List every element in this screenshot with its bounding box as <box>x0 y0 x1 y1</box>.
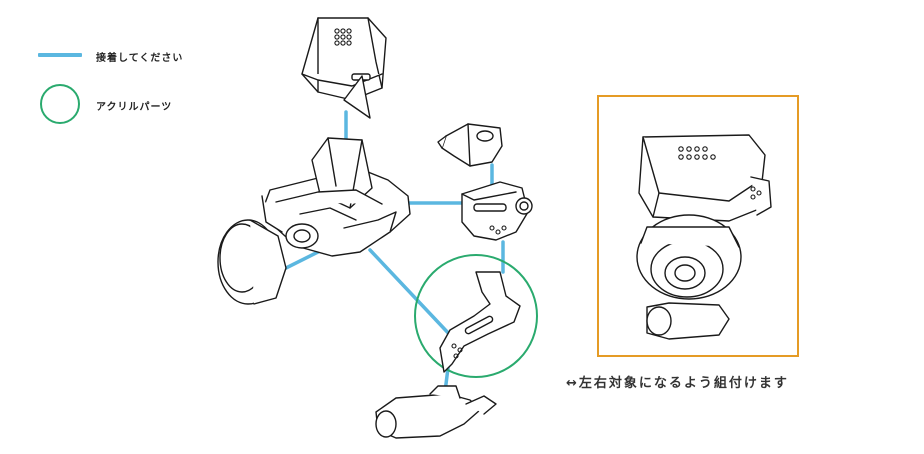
assembly-caption: ↔左右対象になるよう組付けます <box>566 376 789 391</box>
acrylic-arm-part <box>439 271 521 373</box>
foot-part <box>375 385 497 439</box>
assembled-view-frame <box>597 95 799 357</box>
glue-line-arm <box>368 248 454 339</box>
acrylic-legend-label: アクリルパーツ <box>96 102 173 113</box>
assembled-robot-illustration <box>636 134 772 340</box>
glue-legend-label: 接着してください <box>96 53 184 64</box>
small-bracket-part <box>437 123 503 167</box>
side-mechanism-part <box>461 181 533 241</box>
lens-ring-part <box>217 219 287 305</box>
main-body-part <box>261 137 411 257</box>
acrylic-circle-swatch <box>40 84 80 124</box>
head-top-part <box>301 17 387 119</box>
glue-line-swatch <box>38 53 82 57</box>
glue-line-lens <box>280 250 320 272</box>
acrylic-highlight-circle <box>414 254 538 378</box>
dot-grid-icon <box>678 146 716 160</box>
